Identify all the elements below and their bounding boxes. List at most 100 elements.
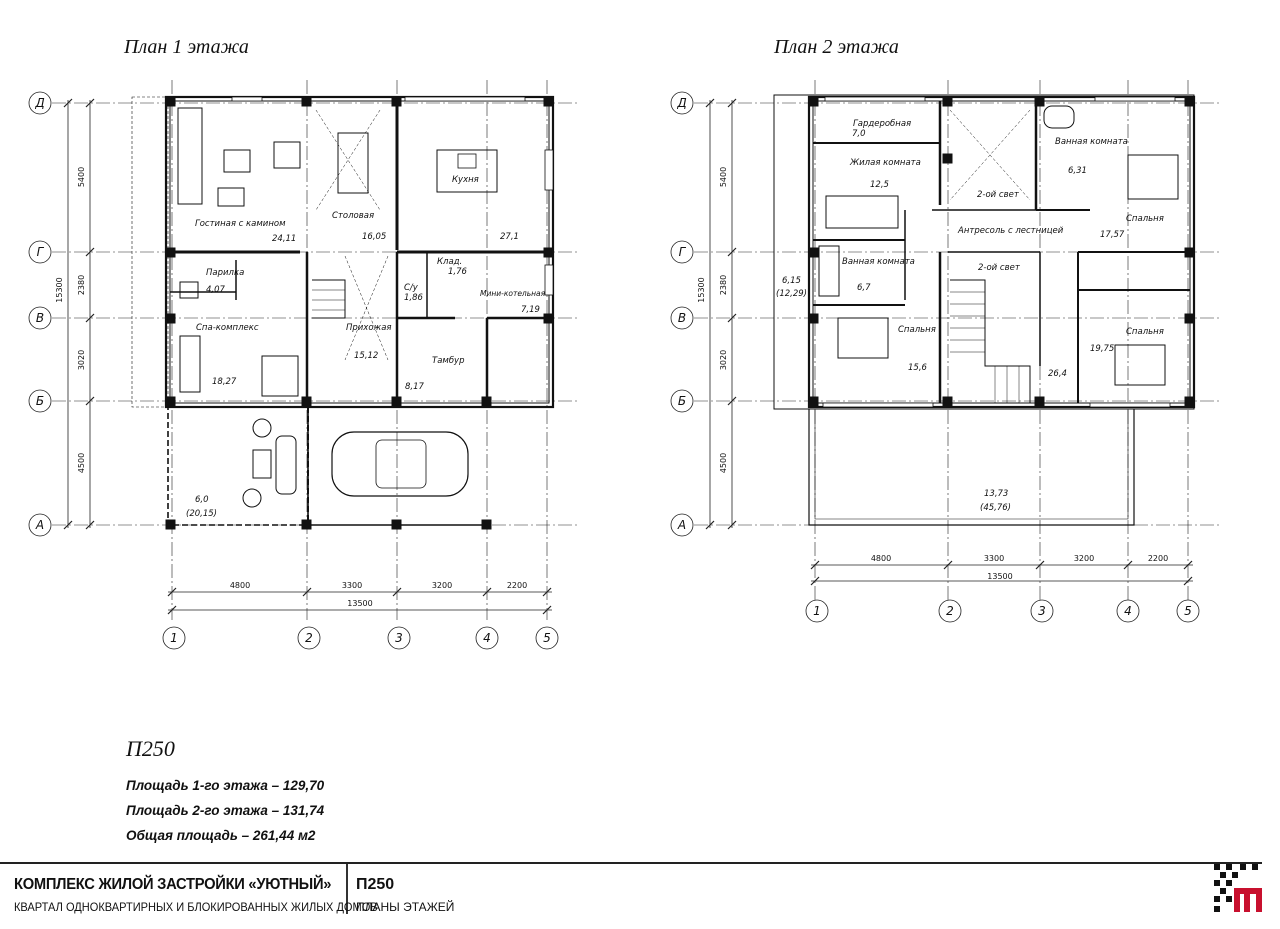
f1-dim-h-3: 2200: [507, 581, 527, 590]
f1-room-area: 16,05: [362, 232, 386, 242]
f1-axis-1: 1: [170, 631, 178, 645]
f1-room-name: Прихожая: [346, 323, 392, 333]
f2-room-area: 17,57: [1100, 230, 1125, 240]
f2-dim-v-3: 3020: [719, 350, 728, 370]
footer-project-code: П250: [356, 876, 395, 893]
f1-room-area: 1,86: [404, 293, 424, 303]
f1-dim-total: 13500: [347, 599, 372, 608]
f2-dim-total: 13500: [987, 572, 1012, 581]
project-code: П250: [126, 736, 175, 761]
f2-room-name: 2-ой свет: [977, 190, 1020, 200]
f2-axis-4: 4: [1124, 604, 1132, 618]
f1-dim-v-1: 2380: [77, 275, 86, 295]
f2-room-area: 7,0: [852, 129, 866, 139]
f2-balcony-area: 6,15: [782, 276, 801, 286]
f2-axis-g: Г: [679, 245, 687, 259]
f2-dim-h-2: 3200: [1074, 554, 1094, 563]
f2-room-area: 19,75: [1090, 344, 1114, 354]
f1-room-name: Столовая: [332, 211, 374, 221]
f1-room-name: С/у: [404, 283, 419, 293]
f1-terrace-total: (20,15): [186, 509, 217, 519]
f1-room-name: Кухня: [452, 175, 479, 185]
f1-dim-h-1: 3300: [342, 581, 362, 590]
f2-room-name: Ванная комната: [842, 257, 915, 267]
area-summary: П250 Площадь 1-го этажа – 129,70 Площадь…: [126, 736, 324, 853]
f2-room-area: 26,4: [1048, 369, 1067, 379]
area-floor2: Площадь 2-го этажа – 131,74: [126, 803, 325, 818]
f1-dim-v-2: 15300: [55, 277, 64, 302]
f2-room-name: Спальня: [1126, 214, 1164, 224]
area-total: Общая площадь – 261,44 м2: [126, 828, 316, 843]
f2-room-name: Спальня: [1126, 327, 1164, 337]
f2-axis-b: Б: [678, 394, 686, 408]
f2-room-area: 12,5: [870, 180, 889, 190]
f1-room-name: Парилка: [206, 268, 244, 278]
f2-room-name: Гардеробная: [853, 119, 911, 129]
f1-axis-3: 3: [395, 631, 403, 645]
f2-room-name: Жилая комната: [849, 158, 921, 168]
floor2-plan: Д Г В Б А 1 2 3 4 5 5400 2380 15300 3020…: [670, 80, 1220, 623]
f2-axis-3: 3: [1038, 604, 1046, 618]
f1-dim-v-4: 4500: [77, 453, 86, 473]
complex-subtitle: КВАРТАЛ ОДНОКВАРТИРНЫХ И БЛОКИРОВАННЫХ Ж…: [14, 900, 378, 914]
f1-axis-2: 2: [305, 631, 313, 645]
f1-terrace-area: 6,0: [195, 495, 209, 505]
f2-axis-a: А: [677, 518, 686, 532]
f1-room-area: 24,11: [272, 234, 296, 244]
f2-axis-1: 1: [813, 604, 821, 618]
f2-axis-2: 2: [946, 604, 954, 618]
f2-terrace-total: (45,76): [980, 503, 1011, 513]
f2-dim-v-4: 4500: [719, 453, 728, 473]
f2-room-name: Ванная комната: [1055, 137, 1128, 147]
floor1-plan: Д Г В Б А 1 2 3 4 5 5400 2380 15300 3020…: [28, 80, 580, 650]
f2-dim-h-1: 3300: [984, 554, 1004, 563]
f1-room-area: 1,76: [448, 267, 468, 277]
footer-separator: [346, 864, 348, 914]
f2-dim-v-0: 5400: [719, 167, 728, 187]
f1-axis-a: А: [35, 518, 44, 532]
f1-axis-v: В: [36, 311, 44, 325]
f1-room-area: 4,07: [206, 285, 226, 295]
floor2-title: План 2 этажа: [774, 36, 899, 58]
f1-dim-h-0: 4800: [230, 581, 250, 590]
f2-room-area: 6,7: [857, 283, 871, 293]
f1-axis-b: Б: [36, 394, 44, 408]
f2-axis-5: 5: [1184, 604, 1192, 618]
f2-balcony-total: (12,29): [776, 289, 807, 299]
f2-room-name: Спальня: [898, 325, 936, 335]
f1-axis-4: 4: [483, 631, 491, 645]
sheet-title: ПЛАНЫ ЭТАЖЕЙ: [356, 900, 455, 914]
f1-axis-5: 5: [543, 631, 551, 645]
f1-room-name: Гостиная с камином: [195, 219, 286, 229]
f1-room-area: 7,19: [521, 305, 540, 315]
floor1-title: План 1 этажа: [124, 36, 249, 58]
footer-divider: [0, 862, 1262, 864]
f2-room-area: 15,6: [908, 363, 928, 373]
f1-room-name: Мини-котельная: [480, 289, 546, 298]
f2-axis-v: В: [678, 311, 686, 325]
f2-room-area: 6,31: [1068, 166, 1087, 176]
f1-room-area: 27,1: [500, 232, 519, 242]
f2-dim-h-3: 2200: [1148, 554, 1168, 563]
f2-room-name: 2-ой свет: [978, 263, 1021, 273]
f1-room-area: 18,27: [212, 377, 237, 387]
area-floor1: Площадь 1-го этажа – 129,70: [126, 778, 325, 793]
f2-dim-v-1: 2380: [719, 275, 728, 295]
complex-name: КОМПЛЕКС ЖИЛОЙ ЗАСТРОЙКИ «УЮТНЫЙ»: [14, 876, 332, 893]
f1-room-name: Клад.: [437, 257, 462, 267]
f1-dim-v-0: 5400: [77, 167, 86, 187]
f1-room-name: Спа-комплекс: [196, 323, 259, 333]
f1-axis-d: Д: [34, 96, 44, 110]
f2-dim-v-2: 15300: [697, 277, 706, 302]
f1-room-name: Тамбур: [432, 356, 464, 366]
f2-dim-h-0: 4800: [871, 554, 891, 563]
f1-axis-g: Г: [37, 245, 45, 259]
f2-terrace-area: 13,73: [984, 489, 1008, 499]
company-logo-icon: [1214, 864, 1262, 912]
f2-axis-d: Д: [676, 96, 686, 110]
f1-room-area: 8,17: [405, 382, 425, 392]
f1-dim-v-3: 3020: [77, 350, 86, 370]
f2-room-name: Антресоль с лестницей: [957, 226, 1064, 236]
f1-dim-h-2: 3200: [432, 581, 452, 590]
f1-room-area: 15,12: [354, 351, 378, 361]
